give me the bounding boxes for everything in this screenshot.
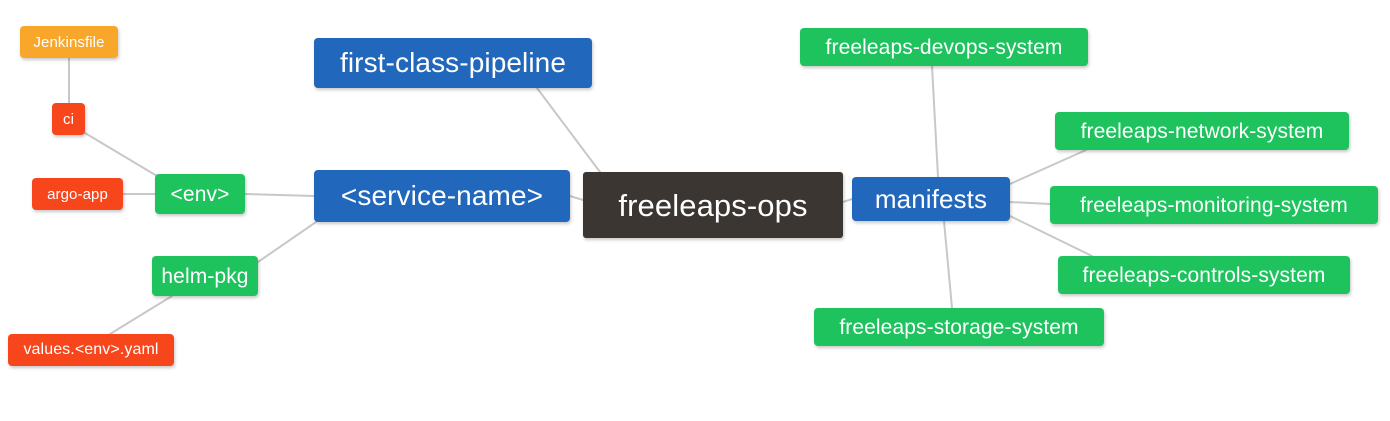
edge-first-class-pipeline-to-freeleaps-ops [536, 87, 601, 173]
node-ci[interactable]: ci [52, 103, 85, 135]
edge-freeleaps-ops-to-manifests [842, 198, 853, 203]
node-freeleaps-monitoring-system[interactable]: freeleaps-monitoring-system [1050, 186, 1378, 224]
node-jenkinsfile[interactable]: Jenkinsfile [20, 26, 118, 58]
edge-env-to-service-name [244, 193, 315, 197]
node-values-yaml[interactable]: values.<env>.yaml [8, 334, 174, 366]
node-argo-app[interactable]: argo-app [32, 178, 123, 210]
node-service-name[interactable]: <service-name> [314, 170, 570, 222]
edge-manifests-to-freeleaps-devops-system [931, 65, 939, 178]
edge-service-name-to-freeleaps-ops [569, 195, 584, 201]
edge-ci-to-env [84, 132, 158, 177]
node-freeleaps-devops-system[interactable]: freeleaps-devops-system [800, 28, 1088, 66]
node-env[interactable]: <env> [155, 174, 245, 214]
node-freeleaps-network-system[interactable]: freeleaps-network-system [1055, 112, 1349, 150]
edge-manifests-to-freeleaps-monitoring-system [1009, 201, 1051, 205]
edge-service-name-to-helm-pkg [257, 221, 317, 263]
node-freeleaps-storage-system[interactable]: freeleaps-storage-system [814, 308, 1104, 346]
node-freeleaps-controls-system[interactable]: freeleaps-controls-system [1058, 256, 1350, 294]
edge-manifests-to-freeleaps-storage-system [943, 220, 953, 309]
node-first-class-pipeline[interactable]: first-class-pipeline [314, 38, 592, 88]
node-freeleaps-ops[interactable]: freeleaps-ops [583, 172, 843, 238]
edge-manifests-to-freeleaps-network-system [1009, 149, 1087, 185]
node-helm-pkg[interactable]: helm-pkg [152, 256, 258, 296]
node-manifests[interactable]: manifests [852, 177, 1010, 221]
edge-helm-pkg-to-values-yaml [109, 295, 173, 335]
